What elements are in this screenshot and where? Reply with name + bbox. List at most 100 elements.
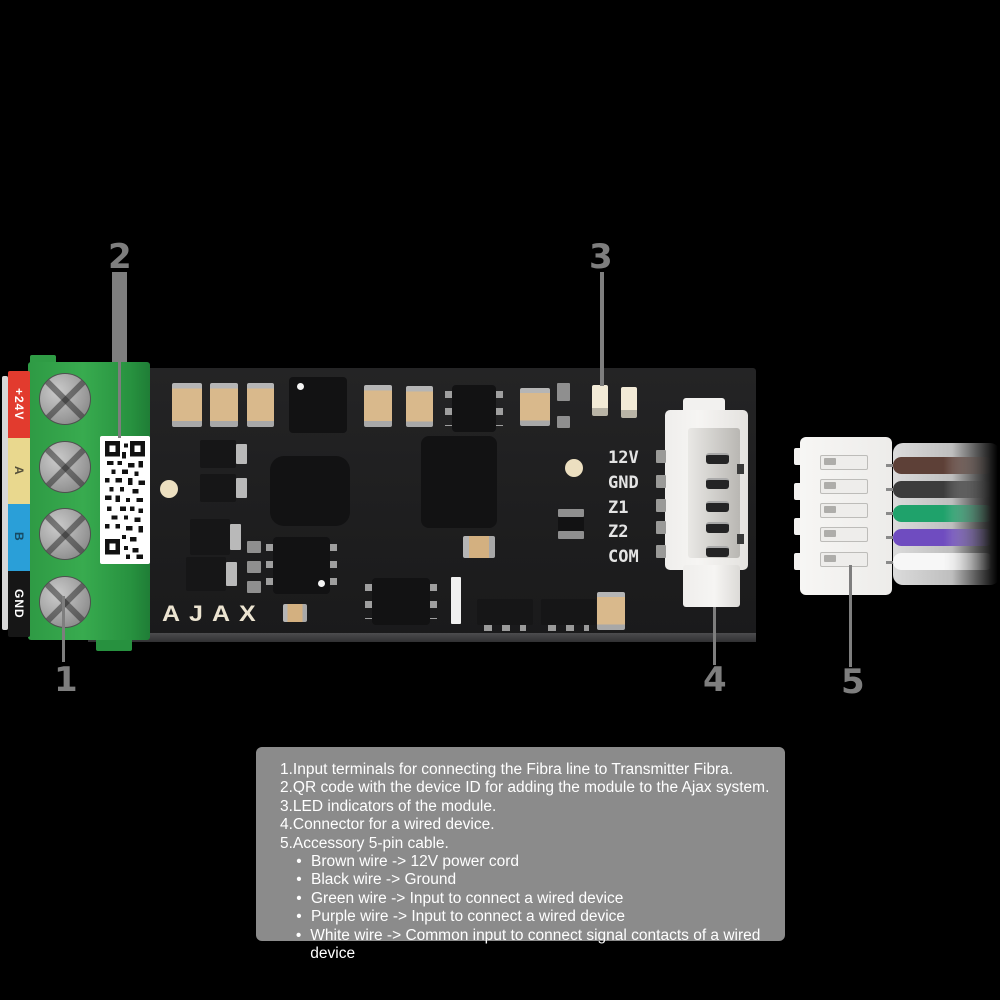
wire-lead: [886, 561, 898, 564]
green-wire: [893, 505, 994, 522]
callout-line-2: [118, 362, 121, 438]
legend-bullet-white: • White wire -> Common input to connect …: [280, 927, 773, 964]
ic-pin1-dot: [297, 383, 304, 390]
black-wire: [893, 481, 994, 498]
crimp-contact: [820, 479, 868, 494]
solder-lug: [656, 475, 666, 488]
callout-number-1: 1: [54, 660, 78, 700]
callout-number-3: 3: [589, 237, 613, 277]
callout-line-5: [849, 565, 852, 667]
capacitor: [247, 383, 274, 427]
terminal-tab: [96, 638, 132, 651]
bullet-icon: •: [296, 889, 302, 907]
purple-wire: [893, 529, 994, 546]
bullet-icon: •: [296, 908, 302, 926]
connector-notch: [737, 534, 744, 544]
wire-lead: [886, 512, 898, 515]
smd-resistor: [247, 581, 261, 593]
callout-line-1: [62, 596, 65, 662]
transistor: [200, 474, 247, 502]
smd-resistor: [247, 541, 261, 553]
smd-resistor: [557, 383, 570, 401]
legend-bullet-brown: • Brown wire -> 12V power cord: [280, 853, 773, 871]
plug-latch: [794, 518, 803, 535]
solder-lug: [656, 450, 666, 463]
inductor: [270, 456, 350, 526]
legend-bullet-black: • Black wire -> Ground: [280, 871, 773, 889]
pin-label-12v: 12V: [608, 448, 639, 468]
bullet-icon: •: [295, 926, 302, 944]
crimp-contact: [820, 455, 868, 470]
ic-pin1-dot: [318, 580, 325, 587]
callout-number-4: 4: [703, 660, 727, 700]
plug-latch: [794, 483, 803, 500]
smd-pad: [558, 509, 584, 517]
connector-pin: [706, 522, 729, 533]
terminal-side: [2, 376, 8, 630]
transistor: [200, 440, 247, 468]
smd-resistor: [247, 561, 261, 573]
connector-notch: [737, 464, 744, 474]
legend-bullet-text: Black wire -> Ground: [311, 871, 457, 889]
crimp-contact: [820, 552, 868, 567]
terminal-gnd: GND: [8, 570, 30, 637]
legend-bullet-text: White wire -> Common input to connect si…: [310, 926, 761, 963]
ic-chip: [365, 578, 437, 625]
transistor: [541, 599, 596, 631]
terminal-tab: [30, 355, 56, 365]
capacitor: [520, 388, 550, 426]
main-chip: [421, 436, 497, 528]
transistor: [186, 557, 237, 591]
pin-label-gnd: GND: [608, 472, 639, 493]
terminal-gnd-label: GND: [12, 588, 26, 619]
capacitor: [597, 592, 625, 630]
terminal-b: B: [8, 504, 30, 571]
terminal-a: A: [8, 437, 30, 504]
screw-terminal: [39, 508, 91, 560]
connector-pin: [706, 478, 729, 489]
transistor: [190, 519, 241, 555]
legend-item-2: 2.QR code with the device ID for adding …: [280, 779, 770, 797]
callout-line-3: [600, 272, 604, 386]
callout-line-2: [112, 272, 127, 362]
connector-cavity: [688, 428, 740, 558]
legend-item-5: 5.Accessory 5-pin cable.: [280, 834, 449, 852]
wire-lead: [886, 536, 898, 539]
callout-number-5: 5: [841, 662, 865, 702]
board-marker-dot: [160, 480, 178, 498]
terminal-24v: +24V: [8, 371, 30, 438]
solder-lug: [656, 545, 666, 558]
smd-resistor: [557, 416, 570, 428]
silkscreen-bar: [451, 577, 461, 624]
legend-bullet-text: Green wire -> Input to connect a wired d…: [311, 889, 624, 907]
legend-bullet-text: Brown wire -> 12V power cord: [311, 853, 520, 871]
silkscreen-labels: 12V GND Z1 Z2 COM: [608, 446, 639, 570]
connector-tab: [683, 565, 740, 607]
pcb-bottom-edge: [88, 633, 756, 642]
connector-pin: [706, 501, 729, 512]
capacitor: [406, 386, 433, 427]
board-marker-dot: [565, 459, 583, 477]
qr-code: [100, 436, 150, 564]
status-led: [621, 387, 637, 418]
connector-pin: [706, 546, 729, 557]
terminal-24v-label: +24V: [12, 388, 26, 421]
resistor: [463, 536, 495, 558]
capacitor: [210, 383, 238, 427]
legend-item-4: 4.Connector for a wired device.: [280, 816, 495, 834]
status-led: [592, 385, 608, 416]
plug-latch: [794, 553, 803, 570]
legend-item-1: 1.Input terminals for connecting the Fib…: [280, 761, 734, 778]
screw-terminal: [39, 441, 91, 493]
transistor: [477, 599, 533, 631]
wire-lead: [886, 464, 898, 467]
ic-chip: [445, 385, 503, 432]
capacitor: [364, 385, 392, 427]
solder-lug: [656, 499, 666, 512]
resistor: [283, 604, 307, 622]
crimp-contact: [820, 527, 868, 542]
brown-wire: [893, 457, 994, 474]
screw-terminal: [39, 576, 91, 628]
bullet-icon: •: [296, 853, 302, 871]
